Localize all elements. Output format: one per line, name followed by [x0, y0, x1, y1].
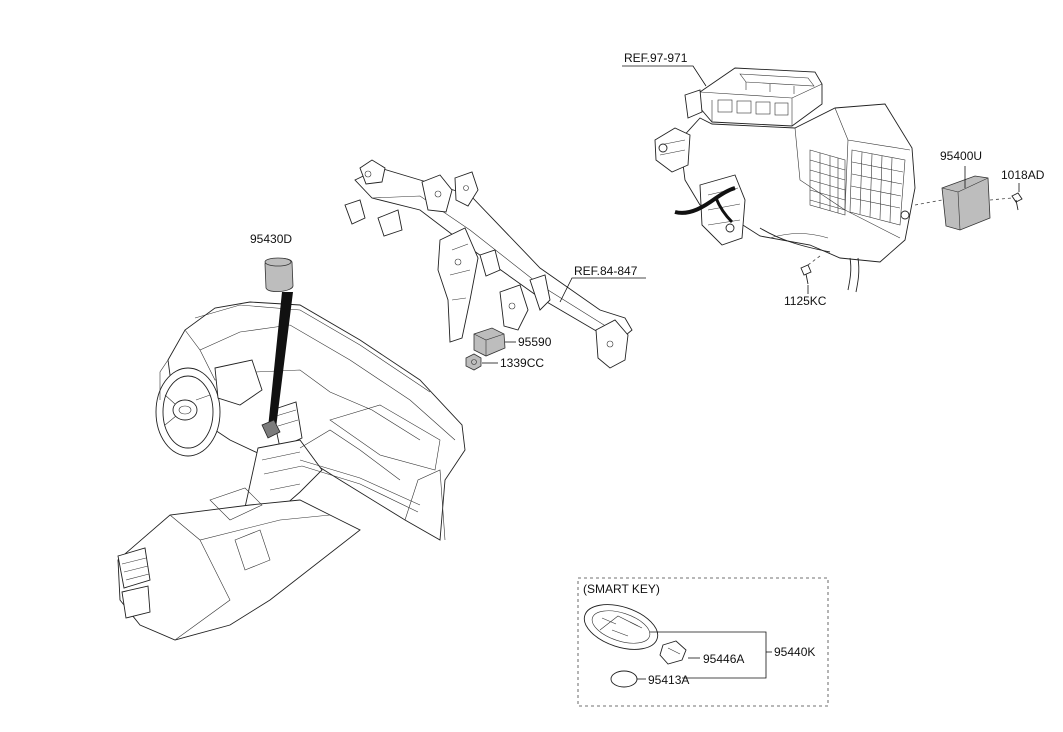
nut-1339CC-drawing [465, 353, 482, 371]
ref-hvac-label[interactable]: REF.97-971 [624, 51, 688, 65]
ref-cowl-label[interactable]: REF.84-847 [574, 264, 638, 278]
module-95400U-drawing [914, 175, 1013, 231]
part-1018AD-label[interactable]: 1018AD [1001, 168, 1045, 182]
bolt-1018AD-drawing [1011, 192, 1023, 211]
module-95590-drawing [473, 327, 506, 357]
part-95430D-label[interactable]: 95430D [250, 232, 292, 246]
part-95446A-label[interactable]: 95446A [703, 652, 744, 666]
part-95590-label[interactable]: 95590 [518, 335, 552, 349]
part-1339CC-label[interactable]: 1339CC [500, 356, 544, 370]
leader-lines [482, 65, 1020, 364]
part-95413A-label[interactable]: 95413A [648, 673, 689, 687]
dashboard-drawing [117, 301, 466, 641]
part-1125KC-label[interactable]: 1125KC [784, 294, 827, 308]
smart-key-group [577, 577, 829, 707]
switch-95430D-drawing [261, 257, 294, 439]
part-95440K-label[interactable]: 95440K [774, 645, 815, 659]
part-95400U-label[interactable]: 95400U [940, 149, 982, 163]
bolt-1125KC-drawing [800, 255, 821, 285]
hvac-unit-drawing [654, 67, 916, 293]
smart-key-title: (SMART KEY) [583, 582, 660, 596]
